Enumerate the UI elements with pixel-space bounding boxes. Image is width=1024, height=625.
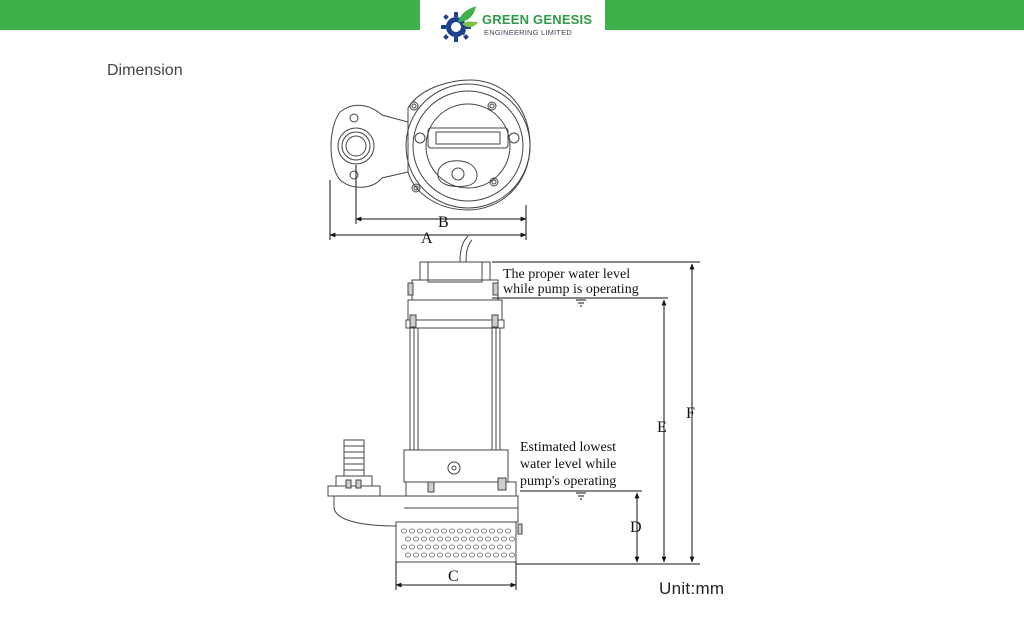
unit-label: Unit:mm bbox=[659, 579, 725, 598]
note-proper-level-line1: The proper water level bbox=[503, 267, 630, 282]
label-e: E bbox=[657, 419, 667, 436]
brand-subtitle: ENGINEERING LIMITED bbox=[484, 28, 572, 37]
label-a: A bbox=[421, 230, 433, 247]
pump-top-view bbox=[330, 79, 531, 211]
label-d: D bbox=[630, 519, 642, 536]
header-bar-left bbox=[0, 0, 420, 30]
label-c: C bbox=[448, 568, 459, 585]
gear-leaf-logo-icon bbox=[441, 6, 478, 42]
pump-side-view bbox=[327, 235, 523, 563]
section-title: Dimension bbox=[107, 62, 183, 79]
note-lowest-level-line3: pump's operating bbox=[520, 474, 616, 489]
dimension-c bbox=[395, 562, 517, 590]
note-lowest-level-line1: Estimated lowest bbox=[520, 440, 616, 455]
note-proper-level-line2: while pump is operating bbox=[503, 282, 639, 297]
header-bar-right bbox=[605, 0, 1024, 30]
dimension-a-b bbox=[329, 165, 527, 240]
label-b: B bbox=[438, 214, 449, 231]
note-lowest-level-line2: water level while bbox=[520, 457, 616, 472]
company-logo: GREEN GENESIS ENGINEERING LIMITED bbox=[430, 0, 605, 46]
strainer-holes bbox=[400, 528, 515, 558]
dimension-d-e-f bbox=[634, 263, 695, 563]
brand-name: GREEN GENESIS bbox=[482, 12, 593, 27]
label-f: F bbox=[686, 405, 695, 422]
water-level-lines bbox=[492, 261, 700, 565]
